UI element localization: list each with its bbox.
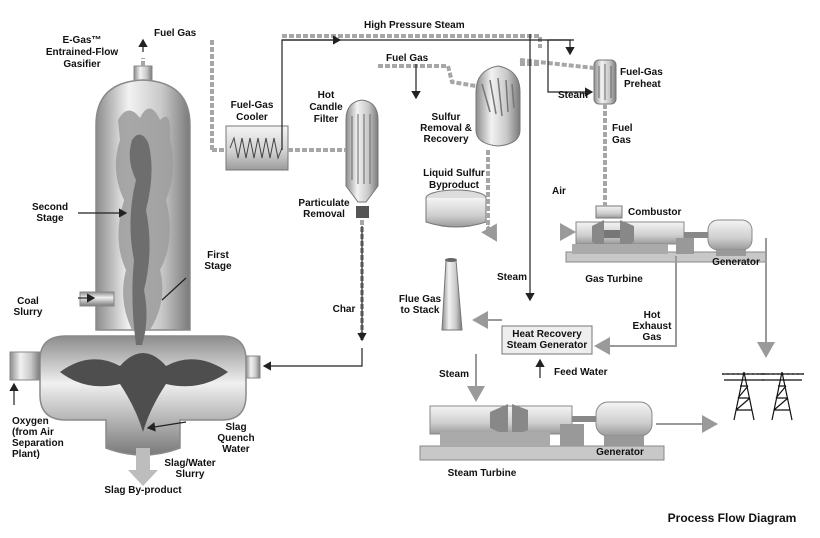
label-hrsg: Steam Generator — [507, 340, 588, 351]
label-sulfur-removal: Removal & — [420, 123, 472, 134]
label-steam-mid: Steam — [497, 272, 527, 283]
label-high-pressure-steam: High Pressure Steam — [364, 20, 465, 31]
label-slag-quench-water: Slag — [225, 422, 246, 433]
sulfur-removal-vessel — [475, 65, 521, 147]
label-fuel-gas-mid: Fuel Gas — [386, 53, 429, 64]
label-fuel-gas-cooler: Cooler — [236, 112, 268, 123]
label-fuel-gas-right: Gas — [612, 135, 631, 146]
label-char: Char — [333, 304, 356, 315]
fuel-gas-cooler — [225, 125, 289, 171]
gasifier — [9, 65, 261, 486]
label-slag-water-slurry: Slurry — [176, 469, 205, 480]
label-fuel-gas-preheat: Preheat — [624, 79, 661, 90]
label-fuel-gas-cooler: Fuel-Gas — [231, 100, 274, 111]
gas-turbine — [565, 205, 767, 263]
label-flue-gas: to Stack — [401, 305, 440, 316]
left-burner — [9, 351, 41, 381]
diagram-title: Process Flow Diagram — [668, 511, 797, 525]
label-liquid-sulfur: Byproduct — [429, 180, 480, 191]
label-hot-candle-filter: Hot — [318, 90, 335, 101]
label-oxygen: Separation — [12, 438, 64, 449]
slag-outlet-arrow — [128, 470, 158, 486]
label-oxygen: Plant) — [12, 449, 40, 460]
flame-core — [129, 134, 152, 345]
label-steam-preheat: Steam — [558, 90, 588, 101]
hot-candle-filter — [345, 99, 379, 218]
label-egas: Entrained-Flow — [46, 47, 118, 58]
label-oxygen: Oxygen — [12, 416, 49, 427]
combustor-box — [595, 205, 623, 219]
label-generator-2: Generator — [596, 447, 644, 458]
label-feed-water: Feed Water — [554, 367, 608, 378]
flow-lines — [9, 34, 594, 432]
label-generator-1: Generator — [712, 257, 760, 268]
label-egas: E-Gas™ — [63, 35, 102, 46]
label-fuel-gas-preheat: Fuel-Gas — [620, 67, 663, 78]
slag-outlet-pipe — [136, 448, 150, 472]
right-burner — [245, 355, 261, 379]
label-sulfur-removal: Sulfur — [432, 112, 461, 123]
label-flue-gas: Flue Gas — [399, 294, 442, 305]
gray-flow-arrows — [467, 223, 775, 433]
label-hot-candle-filter: Filter — [314, 114, 339, 125]
label-first-stage: Stage — [204, 261, 232, 272]
label-slag-byproduct: Slag By-product — [104, 485, 182, 496]
label-hot-exhaust-gas: Hot — [644, 310, 661, 321]
label-hrsg: Heat Recovery — [512, 329, 582, 340]
label-oxygen: (from Air — [12, 427, 54, 438]
label-steam-low: Steam — [439, 369, 469, 380]
label-sulfur-removal: Recovery — [423, 134, 468, 145]
particulate-removal-box — [356, 206, 369, 218]
steam-turbine — [419, 404, 665, 461]
label-egas: Gasifier — [63, 59, 100, 70]
gas-turbine-base — [572, 244, 668, 254]
label-particulate-removal: Removal — [303, 209, 345, 220]
label-slag-quench-water: Quench — [217, 433, 254, 444]
transmission-tower — [722, 371, 804, 421]
generator-1 — [707, 219, 753, 256]
generator-2 — [595, 401, 653, 446]
label-first-stage: First — [207, 250, 229, 261]
hrsg — [501, 325, 593, 355]
label-fuel-gas-top: Fuel Gas — [154, 28, 197, 39]
label-air: Air — [552, 186, 566, 197]
coal-slurry-inlet — [79, 291, 115, 307]
label-particulate-removal: Particulate — [298, 198, 350, 209]
label-coal-slurry: Slurry — [14, 307, 43, 318]
label-coal-slurry: Coal — [17, 296, 39, 307]
label-steam-turbine: Steam Turbine — [448, 468, 517, 479]
label-slag-water-slurry: Slag/Water — [164, 458, 215, 469]
label-slag-quench-water: Water — [222, 444, 250, 455]
flame-lower — [60, 353, 228, 432]
label-second-stage: Second — [32, 202, 68, 213]
stack — [441, 258, 463, 331]
label-hot-candle-filter: Candle — [309, 102, 343, 113]
label-second-stage: Stage — [36, 213, 64, 224]
label-combustor: Combustor — [628, 207, 681, 218]
label-liquid-sulfur: Liquid Sulfur — [423, 168, 485, 179]
label-fuel-gas-right: Fuel — [612, 123, 633, 134]
fuel-gas-preheater — [593, 59, 617, 105]
labels: E-Gas™ Entrained-Flow Gasifier Fuel Gas … — [12, 20, 796, 525]
label-hot-exhaust-gas: Gas — [643, 332, 662, 343]
sulfur-tank — [425, 189, 487, 228]
label-hot-exhaust-gas: Exhaust — [633, 321, 673, 332]
label-gas-turbine: Gas Turbine — [585, 274, 643, 285]
